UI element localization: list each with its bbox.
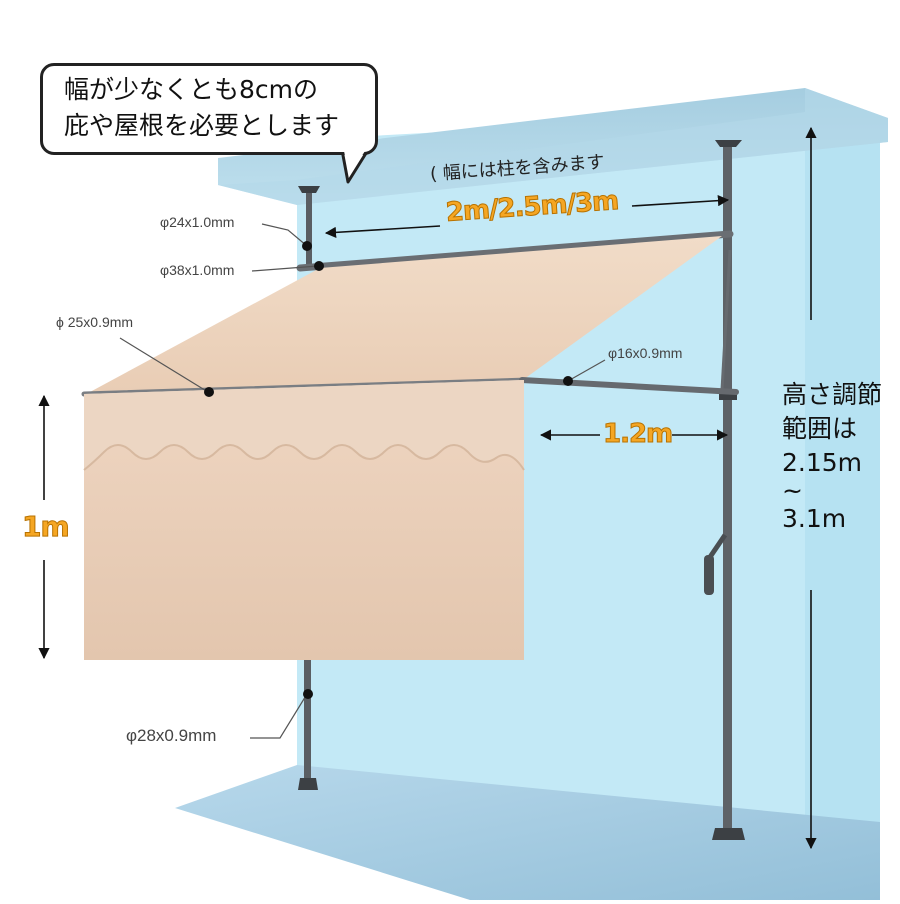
width-arrow-left xyxy=(324,225,441,238)
dot-top-pole xyxy=(302,241,312,251)
right-pole-top-cap xyxy=(715,140,742,147)
leader-lines xyxy=(119,223,606,739)
leader-arm xyxy=(567,359,606,382)
support-arm xyxy=(519,377,739,395)
width-arrow-right xyxy=(631,195,730,207)
dot-front-bar xyxy=(204,387,214,397)
pole-clamp xyxy=(719,392,737,400)
height-adjust-text: 高さ調節 範囲は 2.15m ~ 3.1m xyxy=(782,378,882,536)
arm-brace xyxy=(720,249,732,391)
leader-dots xyxy=(204,241,573,699)
floor xyxy=(175,765,880,900)
left-pole-foot xyxy=(298,778,318,790)
left-pole-upper xyxy=(306,190,312,268)
callout-text: 幅が少なくとも8cmの庇や屋根を必要とします xyxy=(64,72,339,144)
dot-roller xyxy=(314,261,324,271)
label-lower-pole: φ28x0.9mm xyxy=(126,726,217,745)
height-adjust-min: 2.15m xyxy=(782,448,863,477)
height-adjust-tilde: ~ xyxy=(782,476,803,505)
leader-top-pole xyxy=(261,223,308,247)
ceiling-front-face xyxy=(218,88,888,205)
leader-roller xyxy=(251,265,319,272)
crank-handle xyxy=(704,555,714,595)
dot-lower-pole xyxy=(303,689,313,699)
right-pole-foot xyxy=(712,828,745,840)
drop-dimension: 1m xyxy=(22,510,71,544)
label-roller: φ38x1.0mm xyxy=(160,262,235,278)
label-front-bar: ϕ 25x0.9mm xyxy=(56,314,134,330)
awning-canopy xyxy=(90,236,722,392)
dot-arm xyxy=(563,376,573,386)
left-pole-top-cap xyxy=(298,186,320,193)
crank-arm xyxy=(705,533,728,562)
height-adjust-max: 3.1m xyxy=(782,504,847,533)
callout-line-2: 庇や屋根を必要とします xyxy=(64,111,340,140)
wall-right-edge xyxy=(805,112,880,880)
callout-bubble xyxy=(40,63,378,155)
left-pole-lower xyxy=(304,660,311,778)
height-adjust-line-1: 高さ調節 xyxy=(782,380,883,409)
scallop-edge xyxy=(83,444,525,471)
depth-dimension: 1.2m xyxy=(602,419,673,450)
callout-line-1: 幅が少なくとも8cmの xyxy=(64,75,319,104)
label-top-pole: φ24x1.0mm xyxy=(160,214,235,230)
leader-lower-pole xyxy=(250,693,308,739)
label-arm: φ16x0.9mm xyxy=(608,345,683,361)
leader-front-bar xyxy=(119,337,209,393)
dimension-arrows xyxy=(38,126,817,850)
roller-bar xyxy=(296,230,734,272)
scallop-valance xyxy=(84,380,524,470)
right-pole xyxy=(723,142,732,832)
height-adjust-line-2: 範囲は xyxy=(782,414,858,443)
